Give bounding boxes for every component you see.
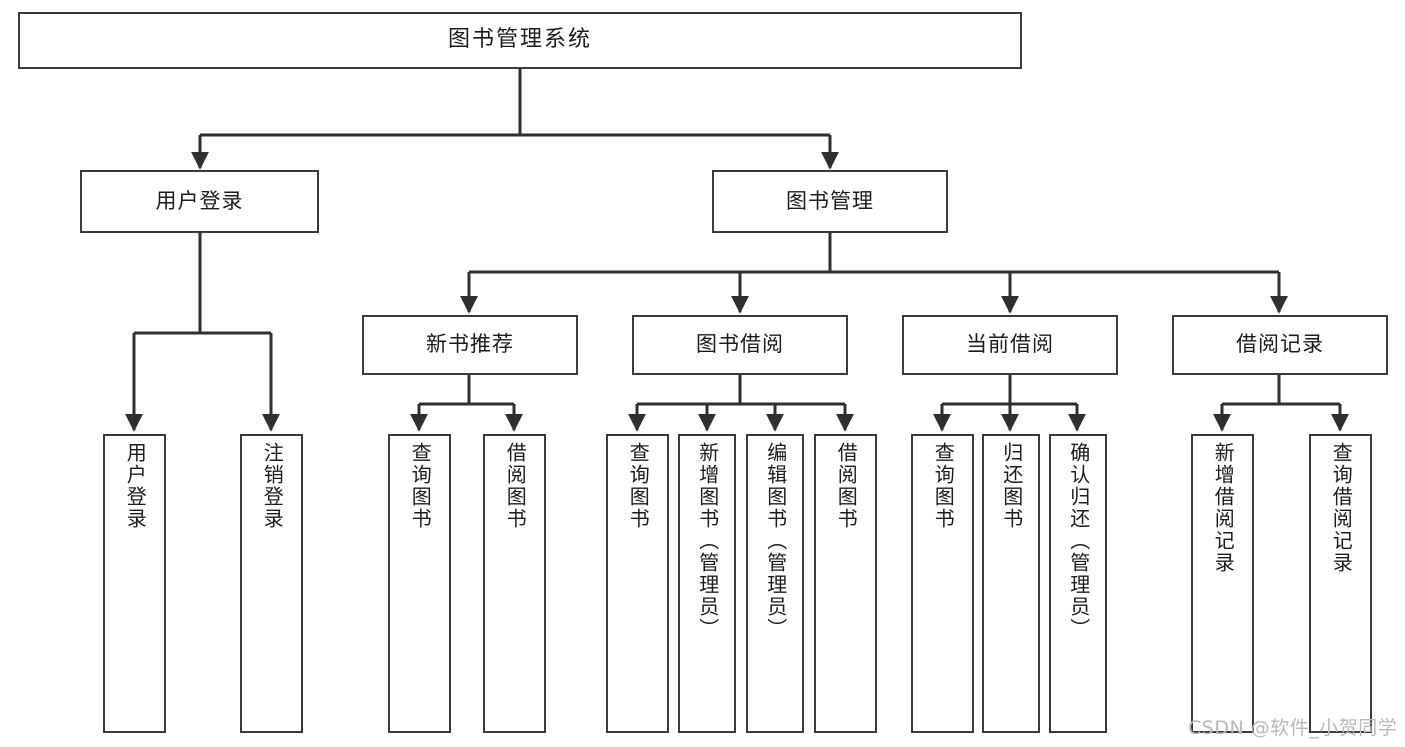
node-leaf-logout-label: 注销登录 (260, 442, 285, 530)
node-leaf-confirm-return-label: 确认归还（管理员） (1066, 442, 1091, 640)
node-leaf-return-book[interactable]: 归还图书 (982, 434, 1040, 733)
node-user-login-label: 用户登录 (155, 188, 244, 213)
node-leaf-query-record[interactable]: 查询借阅记录 (1309, 434, 1372, 733)
node-leaf-add-book-label: 新增图书（管理员） (695, 442, 720, 640)
node-leaf-add-record-label: 新增借阅记录 (1211, 442, 1236, 574)
node-new-book-rec[interactable]: 新书推荐 (362, 315, 578, 375)
node-book-manage-label: 图书管理 (786, 188, 874, 213)
node-leaf-query-book-2[interactable]: 查询图书 (606, 434, 669, 733)
node-root-label: 图书管理系统 (447, 27, 592, 53)
node-leaf-query-book-1-label: 查询图书 (408, 442, 433, 530)
node-leaf-query-book-3[interactable]: 查询图书 (911, 434, 974, 733)
node-book-borrow[interactable]: 图书借阅 (632, 315, 848, 375)
csdn-watermark: CSDN @软件_小贺同学 (1188, 717, 1398, 739)
node-borrow-record[interactable]: 借阅记录 (1172, 315, 1388, 375)
node-book-borrow-label: 图书借阅 (696, 332, 784, 357)
node-leaf-edit-book[interactable]: 编辑图书（管理员） (746, 434, 804, 733)
node-leaf-query-record-label: 查询借阅记录 (1329, 442, 1354, 574)
node-user-login[interactable]: 用户登录 (80, 170, 319, 233)
node-leaf-edit-book-label: 编辑图书（管理员） (763, 442, 788, 640)
node-leaf-user-login-label: 用户登录 (123, 442, 148, 530)
node-leaf-query-book-2-label: 查询图书 (626, 442, 651, 530)
node-leaf-confirm-return[interactable]: 确认归还（管理员） (1049, 434, 1107, 733)
node-leaf-query-book-1[interactable]: 查询图书 (388, 434, 451, 733)
node-book-manage[interactable]: 图书管理 (712, 170, 948, 233)
node-leaf-logout[interactable]: 注销登录 (240, 434, 303, 733)
node-leaf-add-book[interactable]: 新增图书（管理员） (678, 434, 736, 733)
node-root[interactable]: 图书管理系统 (18, 12, 1022, 69)
node-current-borrow-label: 当前借阅 (966, 332, 1054, 357)
node-leaf-add-record[interactable]: 新增借阅记录 (1191, 434, 1254, 733)
node-leaf-borrow-book-2[interactable]: 借阅图书 (814, 434, 877, 733)
node-borrow-record-label: 借阅记录 (1236, 332, 1324, 357)
node-leaf-user-login[interactable]: 用户登录 (103, 434, 166, 733)
node-leaf-borrow-book-1[interactable]: 借阅图书 (483, 434, 546, 733)
node-leaf-borrow-book-1-label: 借阅图书 (503, 442, 528, 530)
node-leaf-borrow-book-2-label: 借阅图书 (834, 442, 859, 530)
node-current-borrow[interactable]: 当前借阅 (902, 315, 1118, 375)
node-leaf-query-book-3-label: 查询图书 (931, 442, 956, 530)
node-leaf-return-book-label: 归还图书 (999, 442, 1024, 530)
node-new-book-rec-label: 新书推荐 (426, 332, 514, 357)
